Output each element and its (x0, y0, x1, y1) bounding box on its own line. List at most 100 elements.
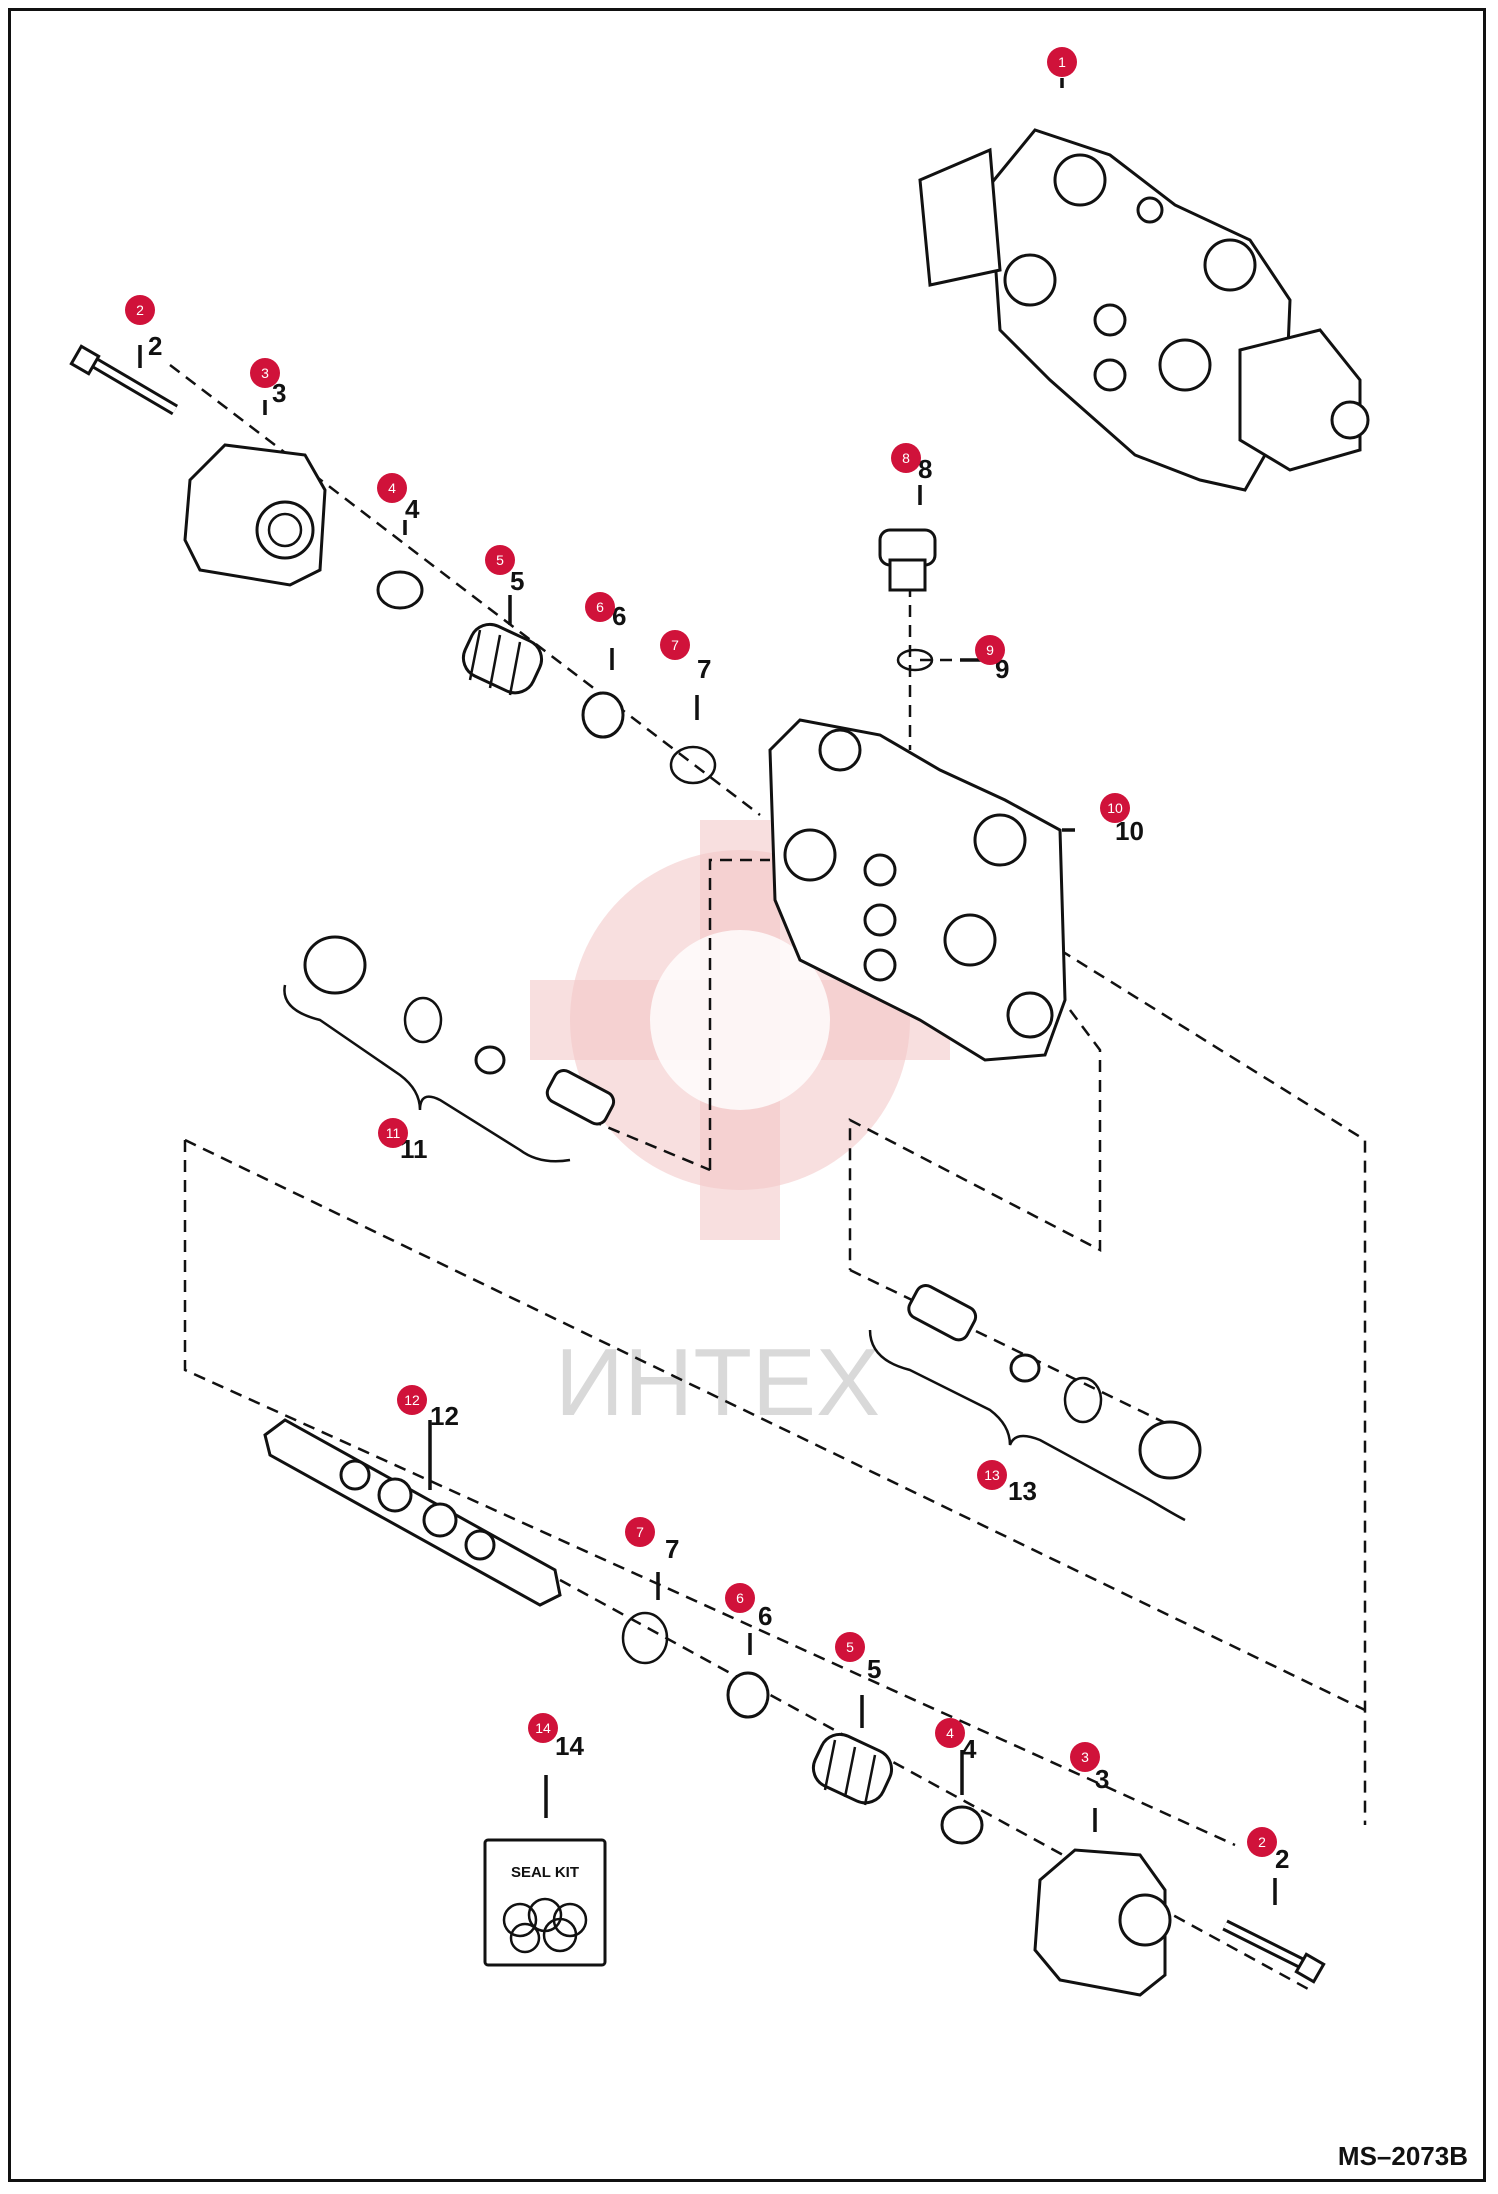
callout-number: 4 (946, 1725, 954, 1741)
callout-number: 3 (1081, 1749, 1089, 1765)
callout-number: 10 (1107, 800, 1123, 816)
callout-c2b: 2 (1247, 1827, 1277, 1857)
valve-section (768, 718, 1067, 1062)
callout-c5a: 5 (485, 545, 515, 575)
part-number-label: 5 (867, 1654, 881, 1684)
callout-number: 6 (596, 599, 604, 615)
seal-kit: SEAL KIT (483, 1838, 607, 1967)
callout-c12: 12 (397, 1385, 427, 1415)
callout-c11: 11 (378, 1118, 408, 1148)
callout-badge (1100, 793, 1130, 823)
part-number-label: 7 (697, 654, 711, 684)
callout-c14: 14 (528, 1713, 558, 1743)
part-number-label: 2 (148, 331, 162, 361)
callout-number: 7 (636, 1524, 644, 1540)
callout-badge (250, 358, 280, 388)
callout-number: 12 (404, 1392, 420, 1408)
callout-badge (397, 1385, 427, 1415)
callout-c7a: 7 (660, 630, 690, 660)
part-number-label: 3 (272, 378, 286, 408)
part-number-label: 12 (430, 1401, 459, 1431)
part-number-label: 3 (1095, 1764, 1109, 1794)
callout-number: 9 (986, 642, 994, 658)
callout-number: 7 (671, 637, 679, 653)
part-number-label: 4 (405, 494, 420, 524)
plug (878, 528, 937, 592)
callout-number: 4 (388, 480, 396, 496)
callout-badge (528, 1713, 558, 1743)
callout-number: 2 (1258, 1834, 1266, 1850)
spring-lower (811, 1732, 894, 1806)
callout-c8: 8 (891, 443, 921, 473)
callout-c6b: 6 (725, 1583, 755, 1613)
callout-badge (660, 630, 690, 660)
callout-c4b: 4 (935, 1718, 965, 1748)
callout-badge (378, 1118, 408, 1148)
o-ring-lower (621, 1611, 669, 1665)
callout-c13: 13 (977, 1460, 1007, 1490)
callout-number: 6 (736, 1590, 744, 1606)
end-cap-lower (1033, 1848, 1172, 1997)
callout-number: 5 (496, 552, 504, 568)
callout-number: 5 (846, 1639, 854, 1655)
callout-badge (585, 592, 615, 622)
spring-seat-upper (376, 570, 424, 610)
callout-c10: 10 (1100, 793, 1130, 823)
washer-upper (581, 691, 625, 739)
callout-number: 8 (902, 450, 910, 466)
drawing-reference: MS–2073B (1337, 2141, 1468, 2171)
callout-badge (935, 1718, 965, 1748)
o-ring-plug (896, 648, 934, 672)
callout-number: 11 (386, 1125, 401, 1141)
callout-badge (377, 473, 407, 503)
callout-badge (975, 635, 1005, 665)
part-number-label: 6 (758, 1601, 772, 1631)
seal-kit-label: SEAL KIT (511, 1864, 579, 1881)
callout-c9: 9 (975, 635, 1005, 665)
callout-badge (625, 1517, 655, 1547)
callout-badge (125, 295, 155, 325)
callout-number: 3 (261, 365, 269, 381)
bolt-upper (69, 344, 179, 416)
callout-c7b: 7 (625, 1517, 655, 1547)
washer-lower (726, 1671, 770, 1719)
o-ring-upper (669, 745, 717, 785)
callout-number: 13 (984, 1467, 1000, 1483)
callout-badge (1247, 1827, 1277, 1857)
valve-assembly (918, 128, 1370, 492)
callout-c2a: 2 (125, 295, 155, 325)
callout-badge (891, 443, 921, 473)
part-number-label: 14 (555, 1731, 584, 1761)
callout-badge (835, 1632, 865, 1662)
part-number-label: 8 (918, 454, 932, 484)
callout-badge (725, 1583, 755, 1613)
part-number-label: 7 (665, 1534, 679, 1564)
relief-valve-group-upper (283, 935, 616, 1163)
callout-number: 1 (1058, 54, 1066, 70)
part-number-label: 5 (510, 566, 524, 596)
part-number-label: 13 (1008, 1476, 1037, 1506)
callout-badge (977, 1460, 1007, 1490)
callout-badge (1047, 47, 1077, 77)
callout-c6a: 6 (585, 592, 615, 622)
end-cap-upper (183, 443, 327, 587)
callout-number: 2 (136, 302, 144, 318)
callout-c5b: 5 (835, 1632, 865, 1662)
part-number-label: 4 (962, 1734, 977, 1764)
spool (263, 1418, 562, 1607)
part-number-label: 2 (1275, 1844, 1289, 1874)
leader-lines (138, 78, 1277, 1905)
callout-c1: 1 (1047, 47, 1077, 77)
callout-number: 14 (535, 1720, 551, 1736)
callout-badge (485, 545, 515, 575)
part-number-label: 6 (612, 601, 626, 631)
spring-seat-lower (940, 1805, 984, 1845)
spring-upper (461, 622, 544, 696)
callout-badge (1070, 1742, 1100, 1772)
relief-valve-group-lower (868, 1283, 1202, 1522)
assembly-lines (169, 364, 1367, 1992)
watermark-text: ИНТЕХ (555, 1329, 880, 1436)
bolt-lower (1222, 1919, 1326, 1984)
callout-c4a: 4 (377, 473, 407, 503)
